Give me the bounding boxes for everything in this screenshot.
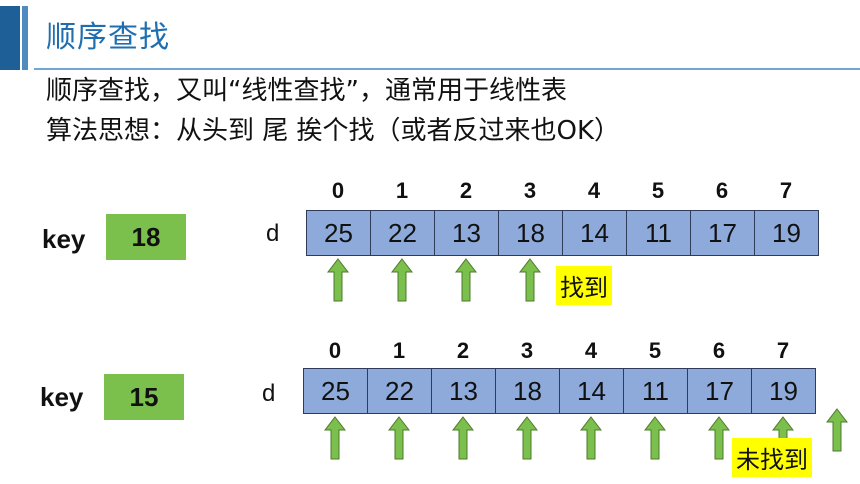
index-label-7: 7 bbox=[779, 178, 793, 203]
array-cell-2: 13 bbox=[435, 211, 499, 255]
up-arrow-icon bbox=[643, 416, 667, 460]
index-label-1: 1 bbox=[392, 338, 406, 363]
up-arrow-icon bbox=[454, 258, 478, 302]
index-label-6: 6 bbox=[712, 338, 726, 363]
up-arrow-icon bbox=[387, 416, 411, 460]
array-cell-6: 17 bbox=[688, 369, 752, 413]
array-cell-7: 19 bbox=[752, 369, 815, 413]
index-label-0: 0 bbox=[331, 178, 345, 203]
array-cell-5: 11 bbox=[624, 369, 688, 413]
array-cell-4: 14 bbox=[560, 369, 624, 413]
up-arrow-icon bbox=[518, 258, 542, 302]
description-line-1: 顺序查找，又叫“线性查找”，通常用于线性表 bbox=[46, 76, 567, 106]
array-cell-3: 18 bbox=[499, 211, 563, 255]
array-cell-3: 18 bbox=[496, 369, 560, 413]
index-label-2: 2 bbox=[456, 338, 470, 363]
index-label-3: 3 bbox=[523, 178, 537, 203]
array-cell-1: 22 bbox=[371, 211, 435, 255]
not-found-badge: 未找到 bbox=[732, 438, 812, 477]
array-cell-1: 22 bbox=[368, 369, 432, 413]
up-arrow-icon bbox=[579, 416, 603, 460]
array-cell-0: 25 bbox=[307, 211, 371, 255]
title-accent-bar bbox=[0, 6, 34, 70]
index-label-2: 2 bbox=[459, 178, 473, 203]
index-label-3: 3 bbox=[520, 338, 534, 363]
index-label-5: 5 bbox=[648, 338, 662, 363]
up-arrow-icon bbox=[515, 416, 539, 460]
index-label-6: 6 bbox=[715, 178, 729, 203]
key-label-2: key bbox=[40, 382, 84, 412]
array-cell-2: 13 bbox=[432, 369, 496, 413]
array-label-1: d bbox=[266, 220, 280, 247]
index-label-4: 4 bbox=[587, 178, 601, 203]
slide-title: 顺序查找 bbox=[46, 20, 170, 55]
up-arrow-icon bbox=[390, 258, 414, 302]
index-label-7: 7 bbox=[776, 338, 790, 363]
index-label-0: 0 bbox=[328, 338, 342, 363]
key-value-box-2: 15 bbox=[104, 374, 184, 420]
array-cell-6: 17 bbox=[691, 211, 755, 255]
index-label-1: 1 bbox=[395, 178, 409, 203]
up-arrow-icon bbox=[323, 416, 347, 460]
title-divider bbox=[34, 68, 860, 70]
up-arrow-icon bbox=[451, 416, 475, 460]
array-cell-7: 19 bbox=[755, 211, 818, 255]
found-badge: 找到 bbox=[556, 266, 612, 305]
key-value-box-1: 18 bbox=[106, 214, 186, 260]
index-label-4: 4 bbox=[584, 338, 598, 363]
up-arrow-icon bbox=[707, 416, 731, 460]
array-cell-4: 14 bbox=[563, 211, 627, 255]
array-cell-5: 11 bbox=[627, 211, 691, 255]
up-arrow-icon bbox=[326, 258, 350, 302]
description-line-2: 算法思想：从头到 尾 挨个找（或者反过来也OK） bbox=[46, 116, 621, 146]
array-label-2: d bbox=[262, 380, 276, 407]
key-label-1: key bbox=[42, 224, 86, 254]
array-cell-0: 25 bbox=[304, 369, 368, 413]
up-arrow-icon bbox=[825, 408, 849, 452]
index-label-5: 5 bbox=[651, 178, 665, 203]
